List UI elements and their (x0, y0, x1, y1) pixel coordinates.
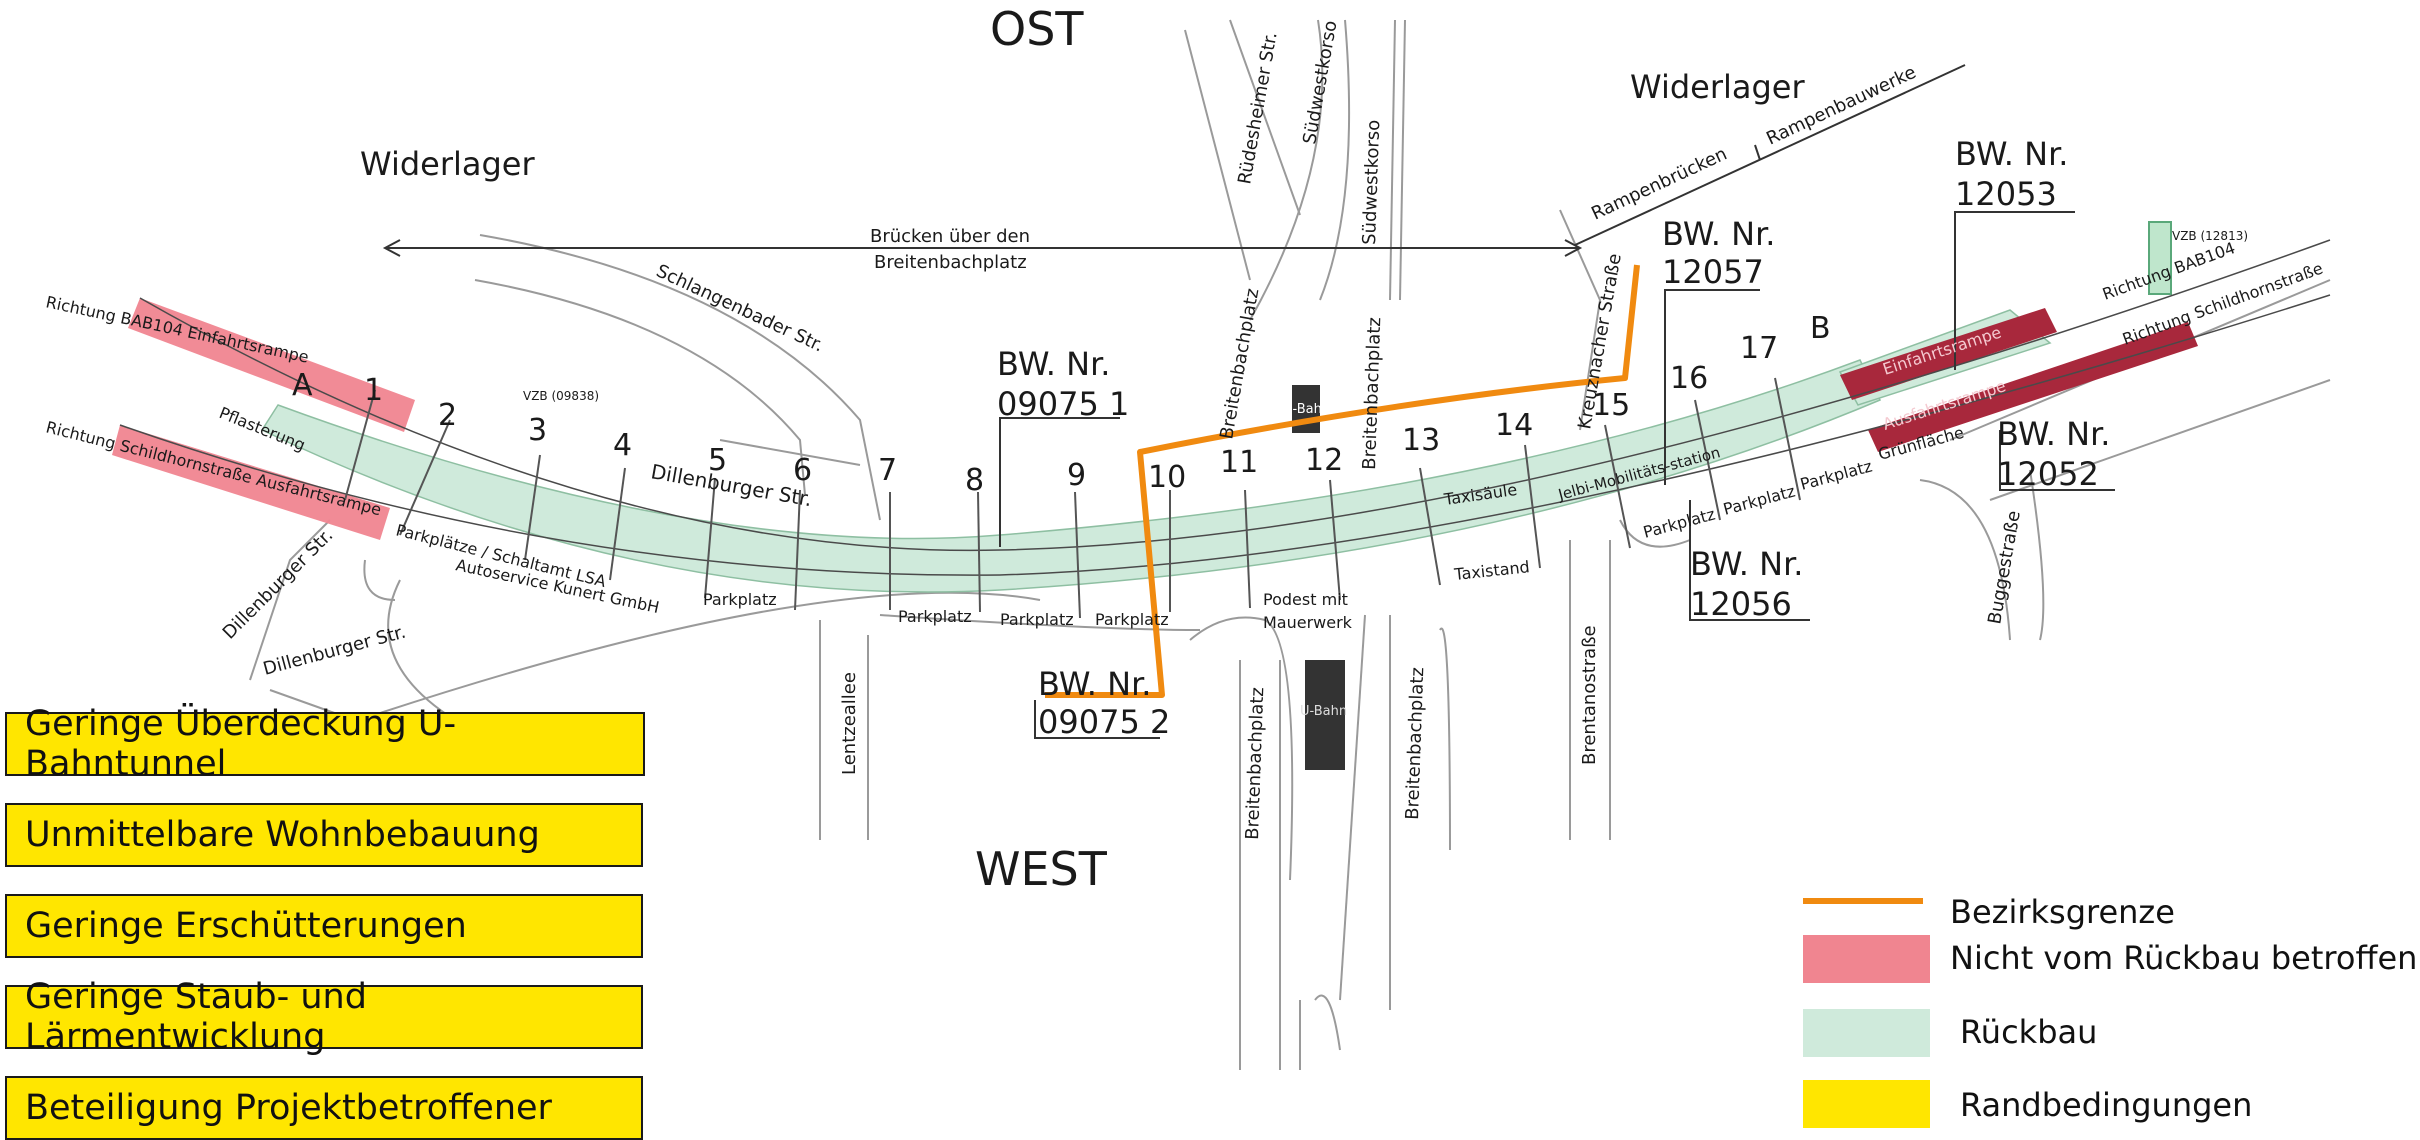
direction-north: OST (990, 2, 1084, 56)
bw-09075-1-line1: BW. Nr. (997, 345, 1110, 383)
widerlager-right-dimension (1574, 64, 1966, 246)
pillar-lines (344, 377, 1801, 619)
pillar-5: 5 (708, 443, 727, 478)
widerlager-right-label: Widerlager (1630, 68, 1805, 106)
direction-south: WEST (975, 842, 1108, 896)
bw-12056-line2: 12056 (1690, 585, 1792, 623)
label-podest-1: Podest mit (1263, 590, 1348, 609)
street-richtung-bab104-left: Richtung BAB104 Einfahrtsrampe (44, 292, 310, 366)
street-schlangenbader: Schlangenbader Str. (653, 260, 827, 356)
pillar-numbers: A 1 2 3 4 5 6 7 8 9 10 11 12 13 14 15 16… (292, 311, 1831, 498)
label-parkplatz-g: Parkplatz (1798, 456, 1874, 493)
widerlager-left-label: Widerlager (360, 145, 535, 183)
ubahn-label-bottom: U-Bahn (1300, 704, 1347, 719)
bezirksgrenze-line (1045, 264, 1640, 698)
street-breitenbachplatz-n1: Breitenbachplatz (1216, 287, 1263, 441)
bridge-dimension-line (382, 239, 1583, 257)
bw-12057-line2: 12057 (1662, 253, 1764, 291)
condition-box-3: Geringe Erschütterungen (5, 894, 643, 958)
legend-label-rueckbau: Rückbau (1960, 1013, 2098, 1051)
pillar-6: 6 (793, 453, 812, 488)
pillar-10: 10 (1148, 460, 1186, 495)
legend-swatch-randbedingungen (1803, 1080, 1930, 1128)
bw-labels: BW. Nr. 09075 1 BW. Nr. 09075 2 BW. Nr. … (997, 135, 2110, 741)
street-breitenbachplatz-s2: Breitenbachplatz (1402, 667, 1428, 820)
pillar-4: 4 (613, 428, 632, 463)
pillar-8: 8 (965, 463, 984, 498)
bw-leader-lines (999, 211, 2115, 739)
street-dillenburger-left: Dillenburger Str. (219, 525, 338, 644)
legend-swatch-bezirksgrenze (1803, 898, 1923, 904)
street-brentano: Brentanostraße (1579, 625, 1600, 765)
bw-12052-line2: 12052 (1997, 455, 2099, 493)
street-bugge: Buggestraße (1984, 509, 2025, 626)
pillar-14: 14 (1495, 408, 1533, 443)
label-parkplatz-b: Parkplatz (898, 607, 972, 626)
legend-label-randbedingungen: Randbedingungen (1960, 1086, 2253, 1124)
pillar-12: 12 (1305, 443, 1343, 478)
street-dillenburger-bottom: Dillenburger Str. (261, 622, 408, 680)
pillar-11: 11 (1220, 445, 1258, 480)
bw-09075-1-line2: 09075 1 (997, 385, 1129, 423)
street-breitenbachplatz-s1: Breitenbachplatz (1242, 687, 1268, 840)
label-parkplatz-c: Parkplatz (1000, 610, 1074, 629)
legend-label-nicht-betroffen: Nicht vom Rückbau betroffen (1950, 939, 2418, 977)
label-parkplatz-e: Parkplatz (1641, 504, 1717, 541)
ubahn-block-bottom (1305, 660, 1345, 770)
pillar-2: 2 (438, 398, 457, 433)
street-suedwestkorso-1: Südwestkorso (1299, 19, 1341, 146)
label-podest-2: Mauerwerk (1263, 613, 1353, 632)
legend-swatch-nicht-betroffen (1803, 935, 1930, 983)
bw-12057-line1: BW. Nr. (1662, 215, 1775, 253)
street-breitenbachplatz-n2: Breitenbachplatz (1359, 317, 1385, 470)
pillar-9: 9 (1067, 458, 1086, 493)
ubahn-label-top: U-Bahn (1283, 402, 1330, 417)
bridge-axis-lines (119, 239, 2331, 576)
pillar-13: 13 (1402, 423, 1440, 458)
condition-box-1: Geringe Überdeckung U-Bahntunnel (5, 704, 645, 784)
bw-09075-2-line1: BW. Nr. (1038, 665, 1151, 703)
label-parkplatz-d: Parkplatz (1095, 610, 1169, 629)
legend-label-bezirksgrenze: Bezirksgrenze (1950, 893, 2175, 931)
label-parkplatz-f: Parkplatz (1721, 481, 1797, 518)
label-vzb-right: VZB (12813) (2172, 229, 2248, 243)
pillar-15: 15 (1592, 388, 1630, 423)
street-suedwestkorso-2: Südwestkorso (1359, 119, 1384, 245)
pillar-b: B (1810, 311, 1831, 346)
pillar-17: 17 (1740, 331, 1778, 366)
label-taxistand: Taxistand (1452, 557, 1530, 584)
label-vzb-left: VZB (09838) (523, 389, 599, 403)
ramps-right-not-affected (1840, 308, 2198, 452)
condition-box-4: Geringe Staub- und Lärmentwicklung (5, 977, 643, 1057)
label-parkplatz-a: Parkplatz (703, 590, 777, 609)
bridge-label-line1: Brücken über den (870, 226, 1030, 247)
bw-12056-line1: BW. Nr. (1690, 545, 1803, 583)
bw-12053-line1: BW. Nr. (1955, 135, 2068, 173)
street-lentzeallee: Lentzeallee (839, 672, 860, 775)
legend-swatch-rueckbau (1803, 1009, 1930, 1057)
bridge-label-line2: Breitenbachplatz (874, 252, 1027, 273)
pillar-7: 7 (878, 453, 897, 488)
bw-12052-line1: BW. Nr. (1997, 415, 2110, 453)
pillar-a: A (292, 368, 313, 403)
condition-box-2: Unmittelbare Wohnbebauung (5, 803, 643, 867)
bw-09075-2-line2: 09075 2 (1038, 703, 1170, 741)
pillar-16: 16 (1670, 361, 1708, 396)
condition-box-5: Beteiligung Projektbetroffener (5, 1076, 643, 1140)
pillar-1: 1 (364, 373, 383, 408)
street-dillenburger-top: Dillenburger Str. (649, 459, 814, 511)
bw-12053-line2: 12053 (1955, 175, 2057, 213)
vzb-right-structure (2148, 221, 2172, 295)
pillar-3: 3 (528, 413, 547, 448)
